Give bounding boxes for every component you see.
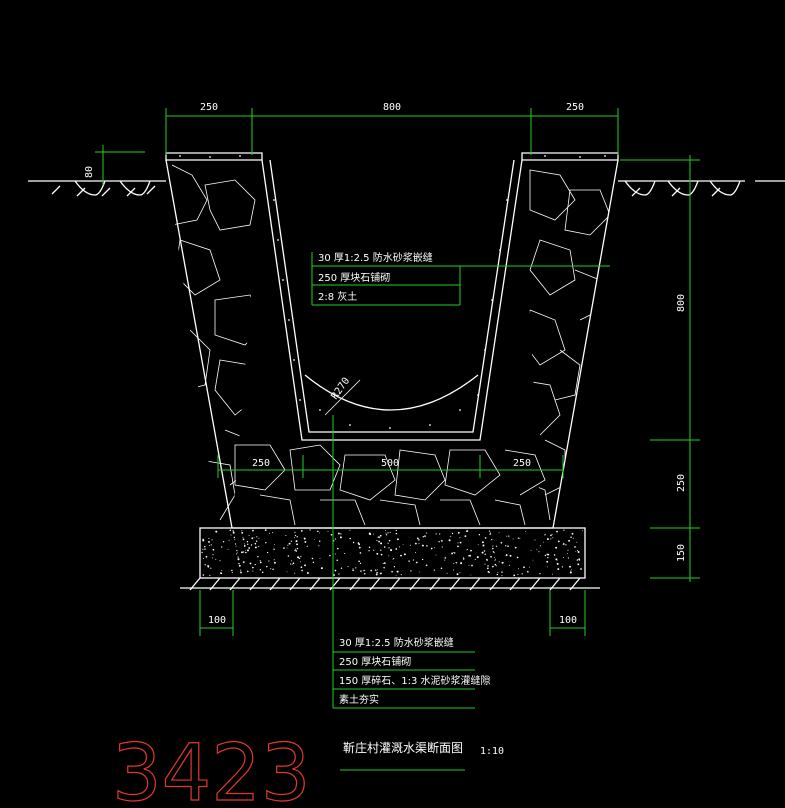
handwritten-number: 3423: [112, 729, 311, 808]
lower-note-3: 150 厚碎石、1:3 水泥砂浆灌缝隙: [339, 674, 491, 687]
dim-bottom-right: 250: [513, 458, 531, 469]
ground-line-right: [618, 180, 785, 197]
dim-top-right-wall: 250: [566, 102, 584, 113]
dim-footing-left-offset: 100: [208, 615, 226, 626]
drawing-scale: 1:10: [480, 746, 504, 757]
dim-bottom-left: 250: [252, 458, 270, 469]
radius-leader: [324, 379, 361, 416]
stone-masonry-texture: [171, 164, 611, 528]
drawing-title: 靳庄村灌溉水渠断面图: [343, 740, 463, 755]
mortar-lining-speckle: [179, 155, 606, 429]
upper-note-3: 2:8 灰土: [318, 290, 357, 303]
dim-right-depth: 800: [676, 294, 687, 312]
upper-note-1: 30 厚1:2.5 防水砂浆嵌缝: [318, 251, 433, 264]
dim-wall-cap-height: 80: [84, 166, 95, 178]
dimension-lines: [95, 108, 700, 771]
gravel-footing: [180, 527, 600, 591]
lower-note-2: 250 厚块石铺砌: [339, 655, 411, 668]
dim-top-opening: 800: [383, 102, 401, 113]
radius-label: R270: [329, 376, 352, 402]
dim-right-footing: 150: [676, 544, 687, 562]
ground-line-left: [28, 180, 166, 197]
lower-note-4: 素土夯实: [339, 693, 379, 706]
dim-bottom-channel: 500: [381, 458, 399, 469]
dim-right-bottom-masonry: 250: [676, 474, 687, 492]
dim-footing-right-offset: 100: [559, 615, 577, 626]
lower-note-1: 30 厚1:2.5 防水砂浆嵌缝: [339, 636, 454, 649]
dim-top-left-wall: 250: [200, 102, 218, 113]
upper-note-2: 250 厚块石铺砌: [318, 271, 390, 284]
